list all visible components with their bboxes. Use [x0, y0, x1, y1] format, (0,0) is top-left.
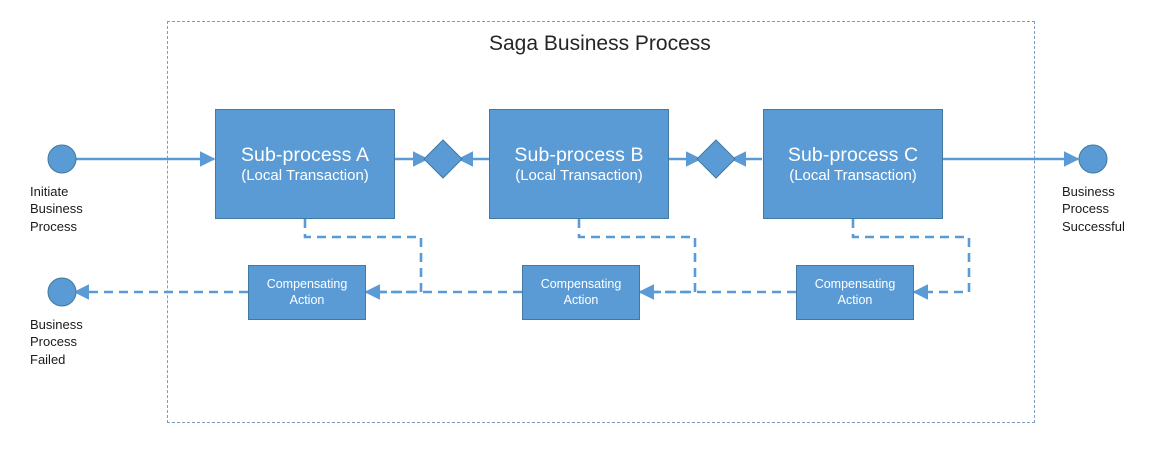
- compensating-action-b-line2: Action: [563, 292, 599, 307]
- success-node-label-line2: Process: [1062, 201, 1109, 217]
- start-node-label: Initiate Business Process: [30, 183, 83, 235]
- start-node-label-line1: Initiate: [30, 184, 69, 199]
- failed-node-circle: [47, 277, 77, 307]
- compensating-action-b[interactable]: Compensating Action: [522, 265, 640, 320]
- start-node-circle: [47, 144, 77, 174]
- compensating-action-b-line1: Compensating: [540, 276, 622, 291]
- success-node-label: Business Process Successful: [1062, 183, 1125, 235]
- failed-node-label: Business Process Failed: [30, 316, 83, 368]
- compensating-action-c-line1: Compensating: [814, 276, 896, 291]
- failed-node-label-line1: Business: [30, 317, 83, 332]
- compensating-action-a-line2: Action: [289, 292, 325, 307]
- failed-node-label-line2: Process: [30, 334, 77, 350]
- subprocess-b-subtitle: (Local Transaction): [515, 167, 643, 185]
- success-node-label-line3: Successful: [1062, 218, 1125, 234]
- subprocess-b[interactable]: Sub-process B (Local Transaction): [489, 109, 669, 219]
- subprocess-c-subtitle: (Local Transaction): [789, 167, 917, 185]
- subprocess-a-subtitle: (Local Transaction): [241, 167, 369, 185]
- page-title: Saga Business Process: [489, 32, 711, 55]
- compensating-action-c-line2: Action: [837, 292, 873, 307]
- subprocess-a-title: Sub-process A: [240, 143, 370, 166]
- failed-node-label-line3: Failed: [30, 351, 66, 367]
- start-node-label-line2: Business: [30, 201, 83, 217]
- subprocess-c[interactable]: Sub-process C (Local Transaction): [763, 109, 943, 219]
- subprocess-c-title: Sub-process C: [787, 143, 919, 166]
- subprocess-b-title: Sub-process B: [514, 143, 644, 166]
- start-node-label-line3: Process: [30, 218, 77, 234]
- gateway-diamond-1: [423, 139, 463, 179]
- compensating-action-a[interactable]: Compensating Action: [248, 265, 366, 320]
- success-node-circle: [1078, 144, 1108, 174]
- success-node-label-line1: Business: [1062, 184, 1115, 199]
- subprocess-a[interactable]: Sub-process A (Local Transaction): [215, 109, 395, 219]
- gateway-diamond-2: [696, 139, 736, 179]
- compensating-action-a-line1: Compensating: [266, 276, 348, 291]
- compensating-action-c[interactable]: Compensating Action: [796, 265, 914, 320]
- saga-scope-container: [167, 21, 1035, 423]
